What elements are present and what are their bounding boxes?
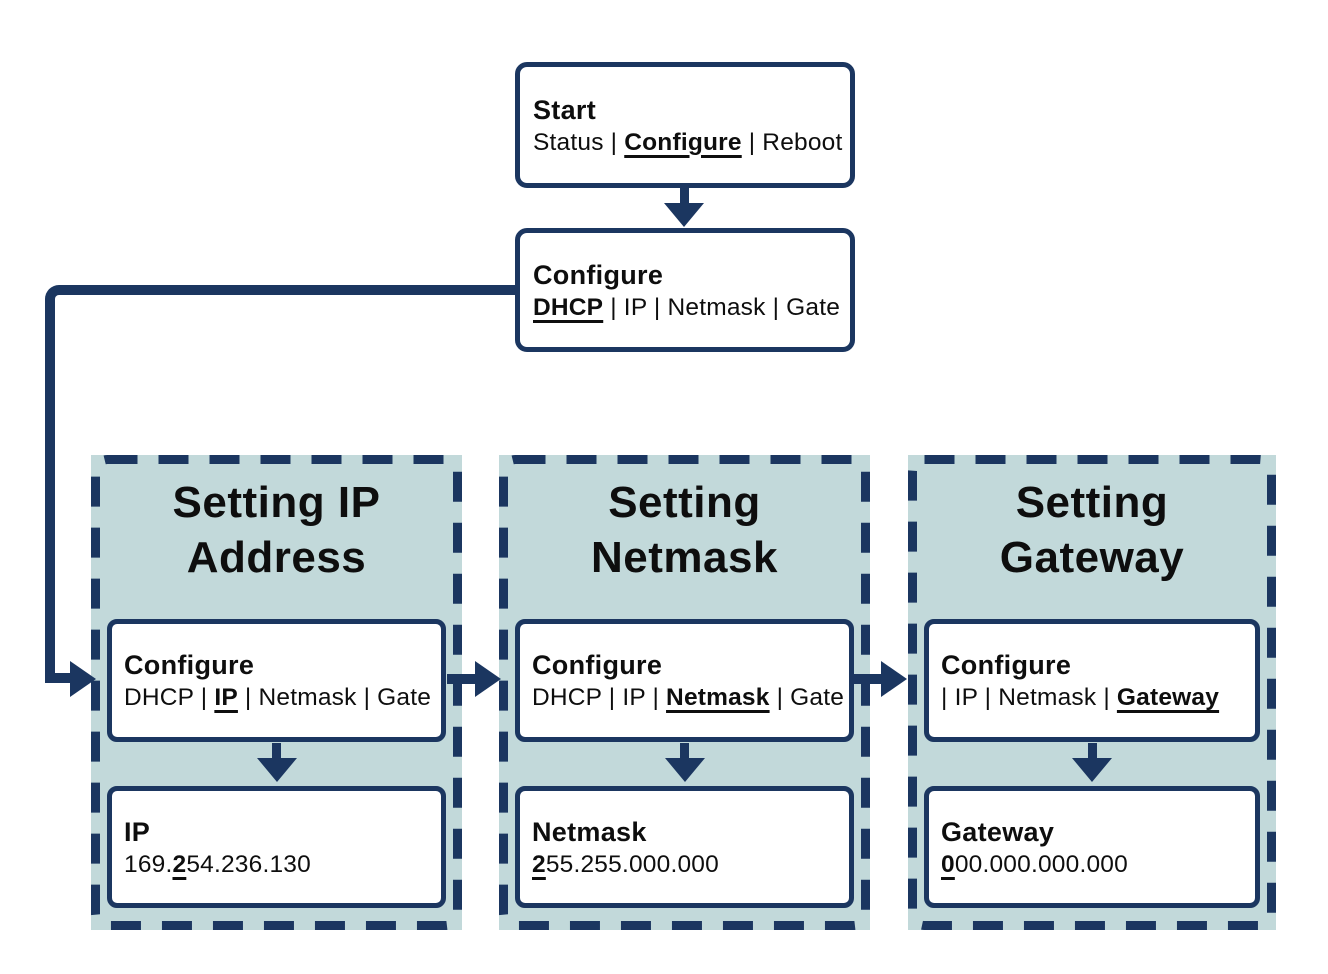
selected-menu-item: DHCP bbox=[533, 293, 604, 321]
menu-line: DHCP | IP | Netmask | Gate bbox=[124, 682, 441, 713]
value-line: 169.254.236.130 bbox=[124, 849, 441, 880]
configure-menu-box: Configure | IP | Netmask | Gateway bbox=[924, 619, 1260, 742]
menu-text: | Gate bbox=[769, 684, 845, 711]
selected-menu-item: Netmask bbox=[666, 684, 770, 711]
panel-title-line1: Setting bbox=[608, 478, 761, 527]
menu-text: | IP | Netmask | Gate bbox=[603, 293, 841, 321]
arrow-shaft bbox=[272, 743, 281, 758]
arrow-right-icon bbox=[881, 661, 907, 697]
arrow-down-icon bbox=[1072, 758, 1112, 782]
selected-digit: 0 bbox=[941, 850, 955, 878]
value-text: 55.255.000.000 bbox=[545, 850, 719, 878]
panel-title-line2: Address bbox=[186, 533, 367, 582]
selected-menu-item: Gateway bbox=[1116, 684, 1220, 711]
menu-text: | Netmask | Gate bbox=[237, 684, 432, 711]
panel-setting-gateway: Setting Gateway Configure | IP | Netmask… bbox=[908, 455, 1276, 930]
arrow-configure-to-value bbox=[256, 743, 297, 782]
arrow-shaft bbox=[680, 743, 689, 758]
arrow-ip-to-netmask bbox=[447, 661, 501, 697]
value-title: IP bbox=[124, 816, 151, 847]
arrow-shaft bbox=[853, 674, 881, 684]
panel-title: Setting Netmask bbox=[499, 475, 870, 585]
panel-setting-netmask: Setting Netmask Configure DHCP | IP | Ne… bbox=[499, 455, 870, 930]
value-title: Gateway bbox=[941, 816, 1055, 847]
menu-text: | Reboot bbox=[741, 128, 843, 156]
value-text: 00.000.000.000 bbox=[954, 850, 1128, 878]
selected-digit: 2 bbox=[532, 850, 546, 878]
menu-line: | IP | Netmask | Gateway bbox=[941, 682, 1255, 713]
configure-box-menu: DHCP | IP | Netmask | Gate bbox=[533, 292, 850, 323]
value-line: 000.000.000.000 bbox=[941, 849, 1255, 880]
configure-box: Configure DHCP | IP | Netmask | Gate bbox=[515, 228, 855, 352]
value-box-ip: IP 169.254.236.130 bbox=[107, 786, 446, 908]
arrow-right-icon bbox=[475, 661, 501, 697]
panel-title: Setting IP Address bbox=[91, 475, 462, 585]
menu-text: | IP | Netmask | bbox=[941, 684, 1117, 711]
panel-title-line2: Netmask bbox=[591, 533, 778, 582]
configure-box-title: Configure bbox=[533, 259, 664, 290]
start-box-title: Start bbox=[533, 94, 597, 125]
selected-menu-item: Configure bbox=[624, 128, 742, 156]
connector-configure-to-ip-panel-bottom bbox=[45, 673, 75, 683]
connector-configure-to-ip-panel bbox=[45, 285, 515, 683]
box-title: Configure bbox=[124, 650, 255, 680]
arrow-configure-to-value bbox=[664, 743, 705, 782]
panel-title: Setting Gateway bbox=[908, 475, 1276, 585]
start-box: Start Status | Configure | Reboot bbox=[515, 62, 855, 188]
configure-menu-box: Configure DHCP | IP | Netmask | Gate bbox=[107, 619, 446, 742]
arrow-configure-to-value bbox=[1072, 743, 1112, 782]
value-box-netmask: Netmask 255.255.000.000 bbox=[515, 786, 854, 908]
menu-line: DHCP | IP | Netmask | Gate bbox=[532, 682, 849, 713]
box-title: Configure bbox=[532, 650, 663, 680]
arrow-down-icon bbox=[256, 758, 297, 782]
value-line: 255.255.000.000 bbox=[532, 849, 849, 880]
panel-title-line2: Gateway bbox=[999, 533, 1185, 582]
panel-title-line1: Setting bbox=[1015, 478, 1169, 527]
box-title: Configure bbox=[941, 650, 1072, 680]
arrow-start-to-configure bbox=[664, 188, 704, 227]
arrow-shaft bbox=[1087, 743, 1097, 758]
menu-text: Status | bbox=[533, 128, 625, 156]
start-box-menu: Status | Configure | Reboot bbox=[533, 127, 850, 158]
value-box-gateway: Gateway 000.000.000.000 bbox=[924, 786, 1260, 908]
connector-arrowhead-icon bbox=[70, 661, 96, 697]
value-title: Netmask bbox=[532, 816, 647, 847]
arrow-netmask-to-gateway bbox=[853, 661, 907, 697]
arrow-shaft bbox=[679, 188, 689, 203]
selected-digit: 2 bbox=[172, 850, 187, 878]
arrow-shaft bbox=[447, 674, 475, 684]
configure-menu-box: Configure DHCP | IP | Netmask | Gate bbox=[515, 619, 854, 742]
arrow-down-icon bbox=[664, 203, 704, 227]
value-text: 54.236.130 bbox=[186, 850, 311, 878]
panel-title-line1: Setting IP bbox=[172, 478, 381, 527]
menu-text: DHCP | IP | bbox=[532, 684, 667, 711]
menu-text: DHCP | bbox=[124, 684, 215, 711]
selected-menu-item: IP bbox=[214, 684, 238, 711]
arrow-down-icon bbox=[664, 758, 705, 782]
value-text: 169. bbox=[124, 850, 173, 878]
